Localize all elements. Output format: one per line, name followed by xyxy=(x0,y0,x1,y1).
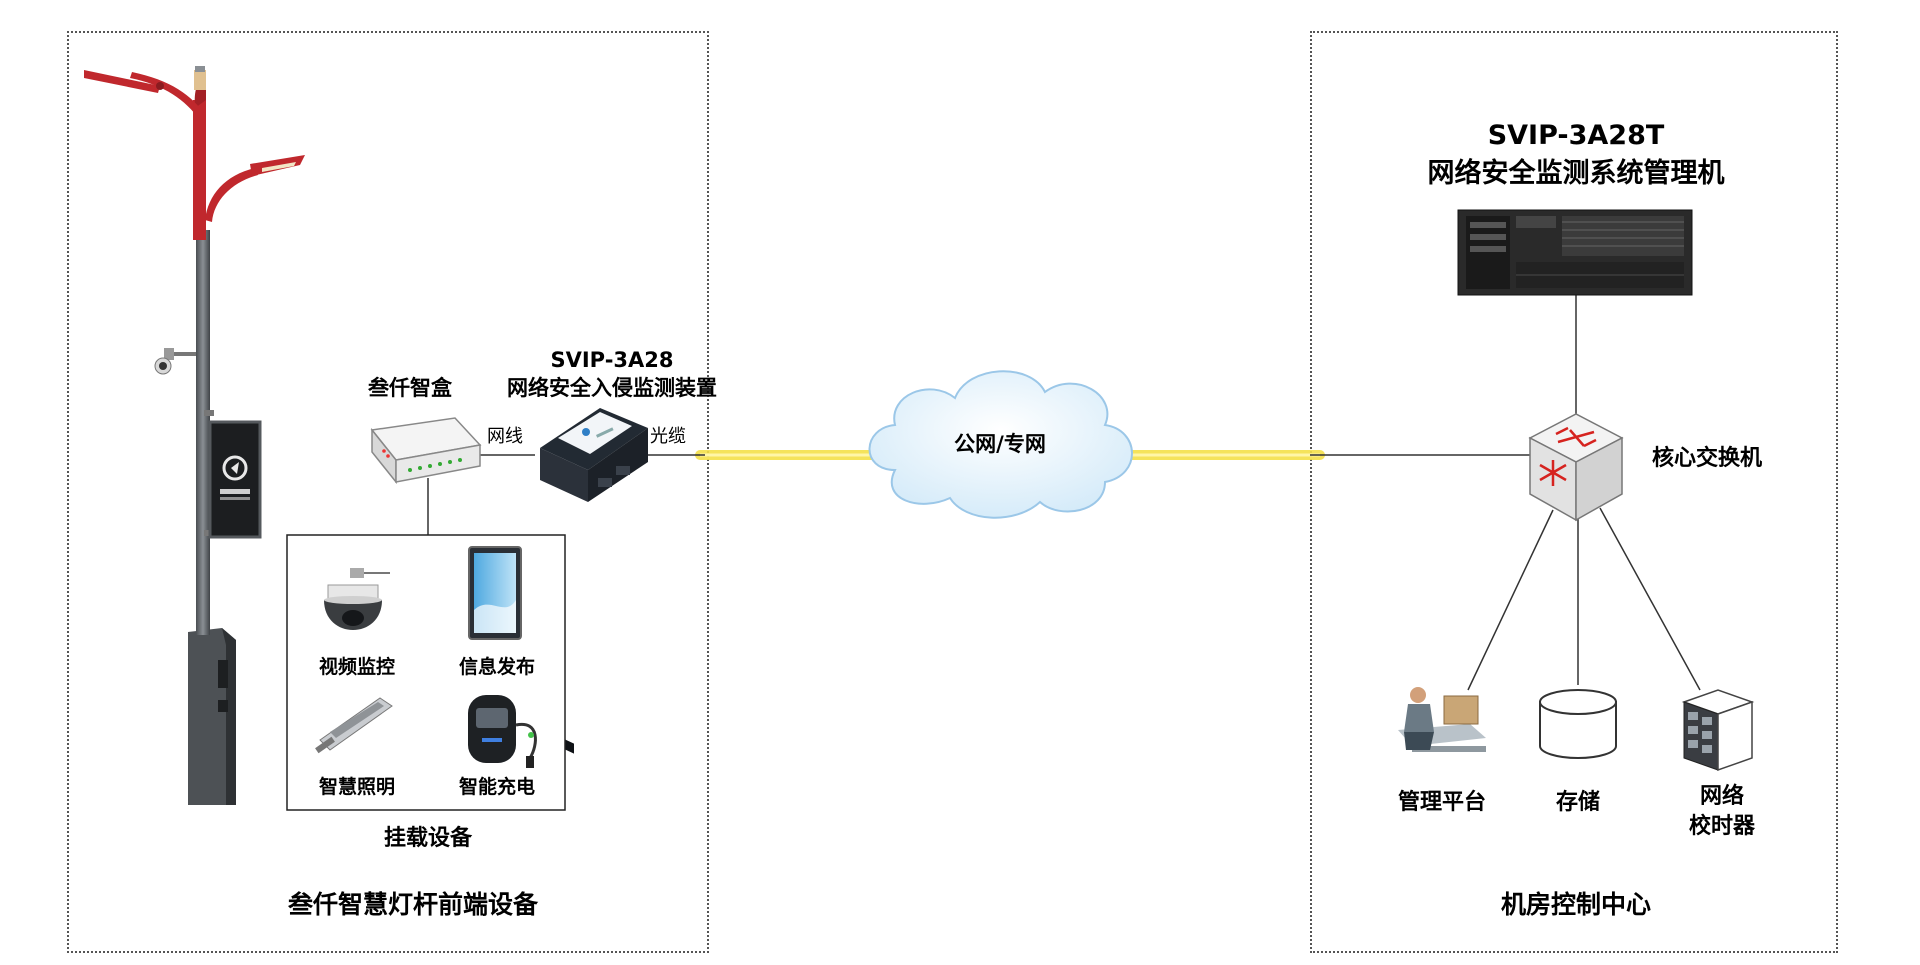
mounted-device-label-lighting: 智慧照明 xyxy=(318,776,396,798)
ids-device-icon xyxy=(540,408,648,754)
ids-name-label: 网络安全入侵监测装置 xyxy=(507,376,717,400)
core-switch-label: 核心交换机 xyxy=(1652,446,1763,471)
time-server-icon xyxy=(1681,689,1755,772)
front-end-region xyxy=(67,31,709,953)
mounted-device-label-screen: 信息发布 xyxy=(458,656,536,678)
rack-server-icon xyxy=(1457,209,1693,296)
fiber-cable-label: 光缆 xyxy=(650,426,686,447)
ethernet-cable-label: 网线 xyxy=(487,426,523,447)
control-center-region xyxy=(1310,31,1838,953)
endpoint-label-storage: 存储 xyxy=(1555,790,1601,815)
server-model-label: SVIP-3A28T xyxy=(1487,120,1665,151)
switch-to-platform-line xyxy=(1467,509,1554,691)
mounted-group-label: 挂载设备 xyxy=(383,826,473,851)
server-name-label: 网络安全监测系统管理机 xyxy=(1427,158,1725,189)
connection-lines xyxy=(427,295,1701,691)
storage-cylinder-icon xyxy=(1539,689,1617,759)
led-screen-icon xyxy=(468,546,522,640)
endpoint-label-platform: 管理平台 xyxy=(1397,790,1487,815)
front-end-region-title: 叁仟智慧灯杆前端设备 xyxy=(287,890,539,919)
switch-to-timeserver-line xyxy=(1599,507,1701,691)
control-center-region-title: 机房控制中心 xyxy=(1500,890,1652,919)
ptz-camera-icon xyxy=(324,568,390,630)
ids-model-label: SVIP-3A28 xyxy=(550,348,674,372)
ev-charger-icon xyxy=(468,695,537,768)
endpoint-label-timeserver-line1: 网络 xyxy=(1699,784,1745,809)
smart-box-label: 叁仟智盒 xyxy=(368,376,452,400)
endpoint-label-timeserver-line2: 校时器 xyxy=(1688,814,1756,839)
smart-box-icon xyxy=(370,417,482,485)
cloud-icon xyxy=(868,370,1133,519)
mounted-device-label-camera: 视频监控 xyxy=(318,656,396,678)
mounted-device-label-charging: 智能充电 xyxy=(458,776,536,798)
operator-desk-icon xyxy=(1398,687,1486,752)
street-lamp-icon xyxy=(315,697,393,754)
cloud-label: 公网/专网 xyxy=(954,432,1046,456)
smart-pole-icon xyxy=(84,66,305,805)
core-switch-icon xyxy=(1528,413,1624,522)
